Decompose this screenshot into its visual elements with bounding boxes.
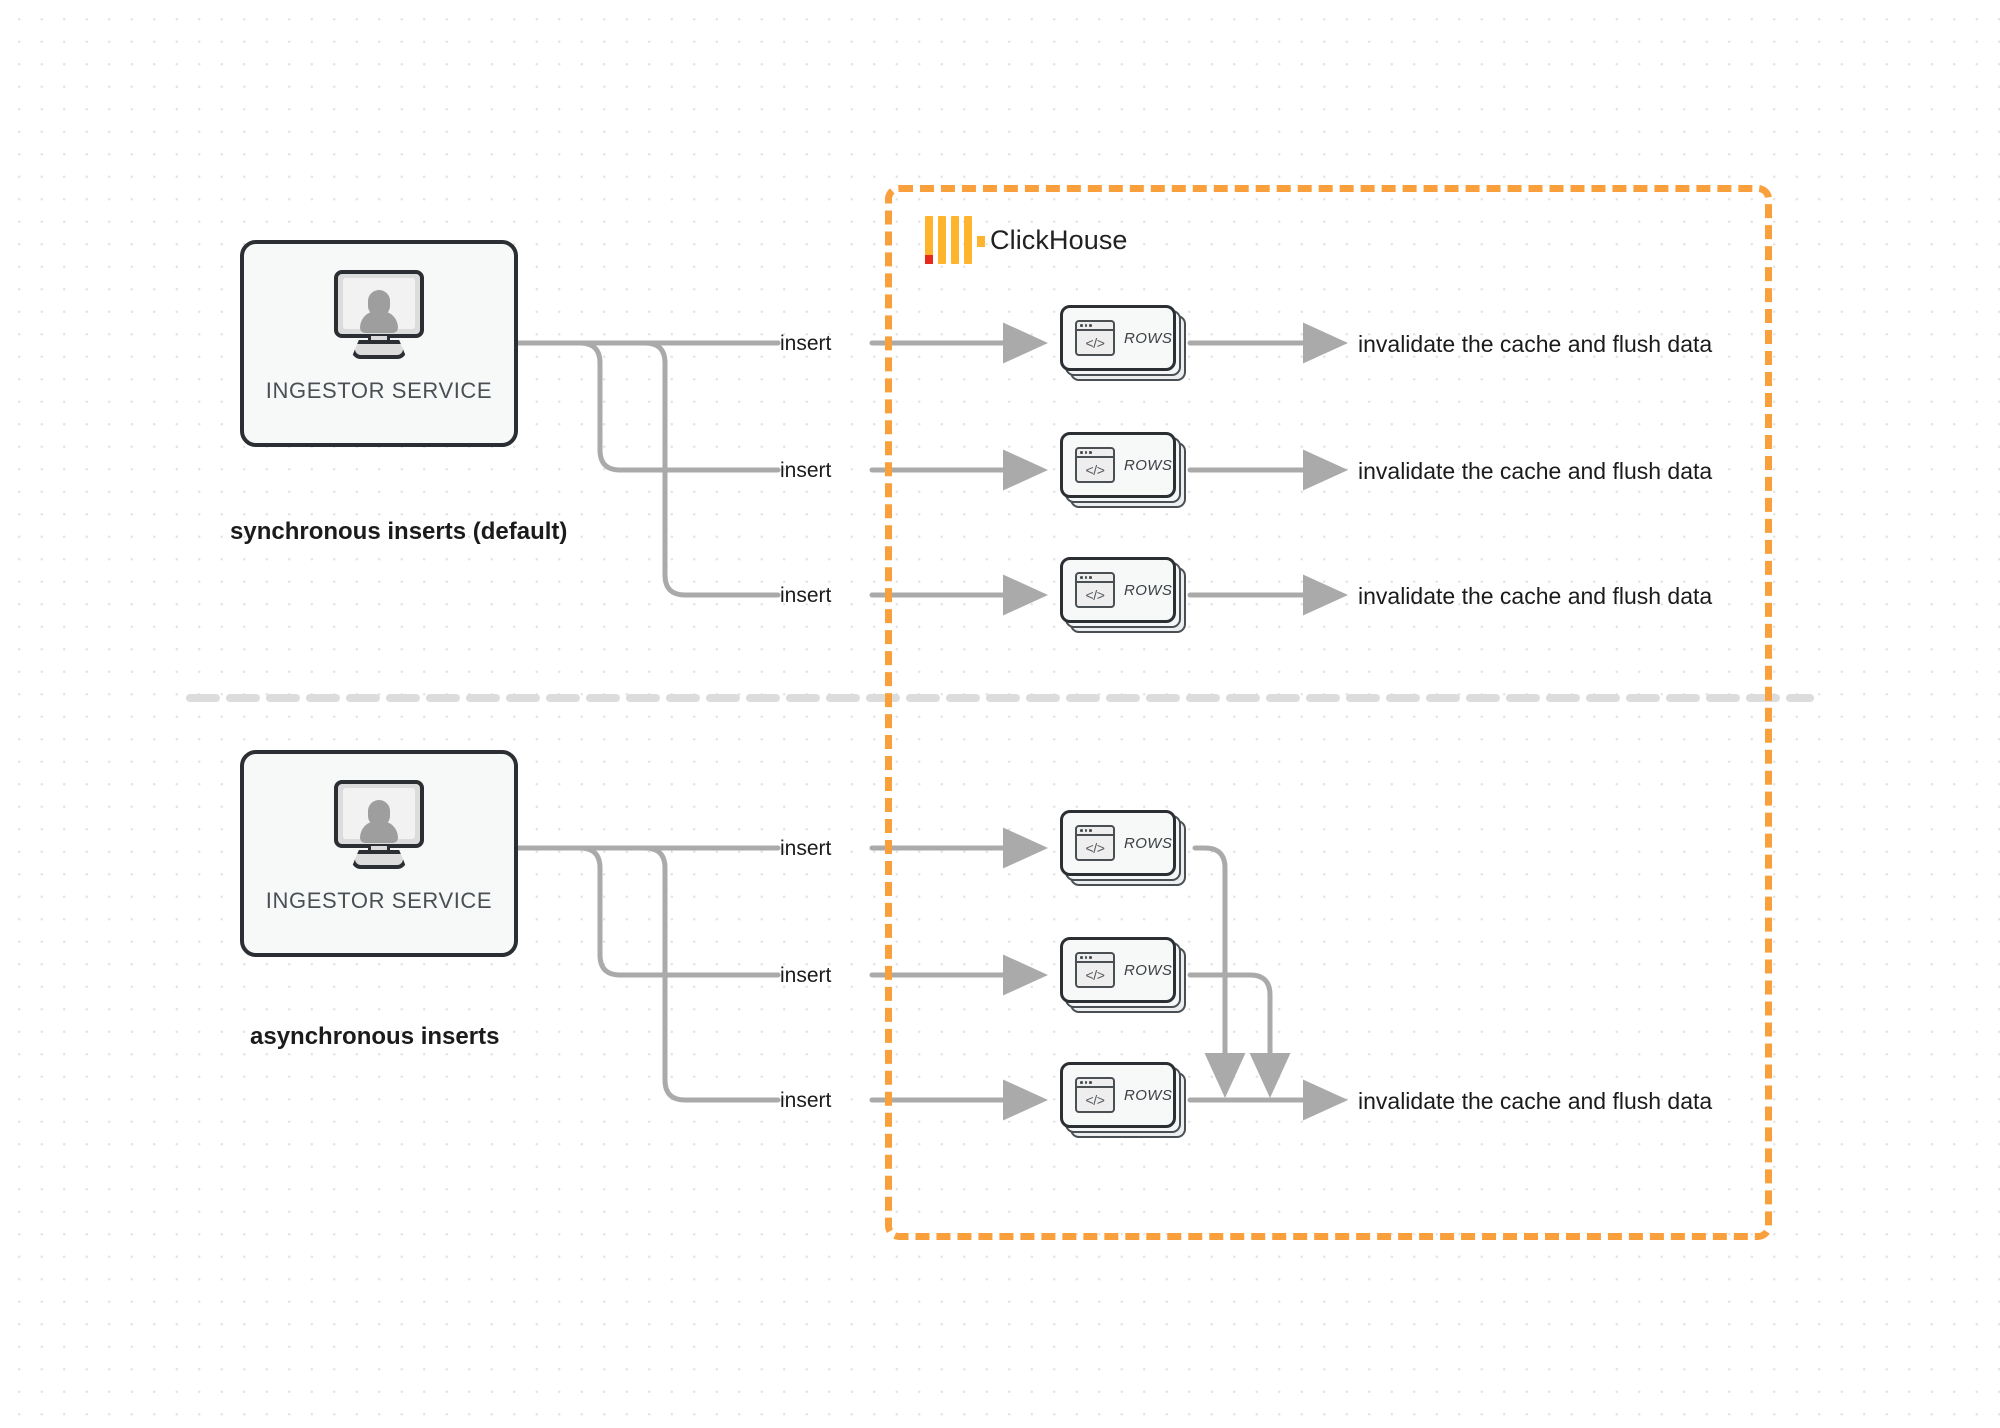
code-window-icon: </> (1075, 320, 1115, 356)
rows-node-sync-2[interactable]: </> ROWS (1060, 432, 1186, 508)
edge-label-async-insert-1: insert (780, 837, 832, 860)
edge-label-sync-insert-1: insert (780, 332, 832, 355)
clickhouse-header: ClickHouse (925, 216, 1128, 264)
rows-node-label: ROWS (1124, 834, 1173, 852)
section-caption-sync: synchronous inserts (default) (230, 518, 568, 545)
monitor-user-icon (330, 780, 428, 872)
clickhouse-label: ClickHouse (990, 224, 1128, 255)
ingestor-service-label-sync: INGESTOR SERVICE (265, 378, 493, 403)
rows-node-label: ROWS (1124, 456, 1173, 474)
output-label-sync-2: invalidate the cache and flush data (1358, 458, 1713, 484)
code-window-icon: </> (1075, 572, 1115, 608)
rows-node-label: ROWS (1124, 329, 1173, 347)
rows-node-label: ROWS (1124, 1086, 1173, 1104)
code-window-icon: </> (1075, 952, 1115, 988)
clickhouse-boundary (885, 185, 1772, 1240)
edge-sync-branch-2 (515, 340, 781, 598)
rows-node-label: ROWS (1124, 961, 1173, 979)
clickhouse-logo (925, 216, 985, 264)
edge-async-branch-2 (515, 845, 781, 1103)
rows-node-label: ROWS (1124, 581, 1173, 599)
edge-label-async-insert-2: insert (780, 964, 832, 987)
rows-node-async-1[interactable]: </> ROWS (1060, 810, 1186, 886)
code-window-icon: </> (1075, 825, 1115, 861)
rows-node-async-2[interactable]: </> ROWS (1060, 937, 1186, 1013)
code-window-icon: </> (1075, 447, 1115, 483)
section-caption-async: asynchronous inserts (250, 1023, 500, 1050)
output-label-async-1: invalidate the cache and flush data (1358, 1088, 1713, 1114)
ingestor-service-label-async: INGESTOR SERVICE (265, 888, 493, 913)
rows-node-sync-1[interactable]: </> ROWS (1060, 305, 1186, 381)
edge-sync-branch-3 (515, 340, 781, 473)
rows-node-sync-3[interactable]: </> ROWS (1060, 557, 1186, 633)
rows-node-async-3[interactable]: </> ROWS (1060, 1062, 1186, 1138)
output-label-sync-1: invalidate the cache and flush data (1358, 331, 1713, 357)
edge-async-branch-3 (515, 845, 781, 978)
ingestor-service-sync[interactable]: INGESTOR SERVICE (240, 240, 518, 447)
edge-label-sync-insert-2: insert (780, 459, 832, 482)
output-label-sync-3: invalidate the cache and flush data (1358, 583, 1713, 609)
edge-label-sync-insert-3: insert (780, 584, 832, 607)
ingestor-service-async[interactable]: INGESTOR SERVICE (240, 750, 518, 957)
code-window-icon: </> (1075, 1077, 1115, 1113)
monitor-user-icon (330, 270, 428, 362)
edge-label-async-insert-3: insert (780, 1089, 832, 1112)
